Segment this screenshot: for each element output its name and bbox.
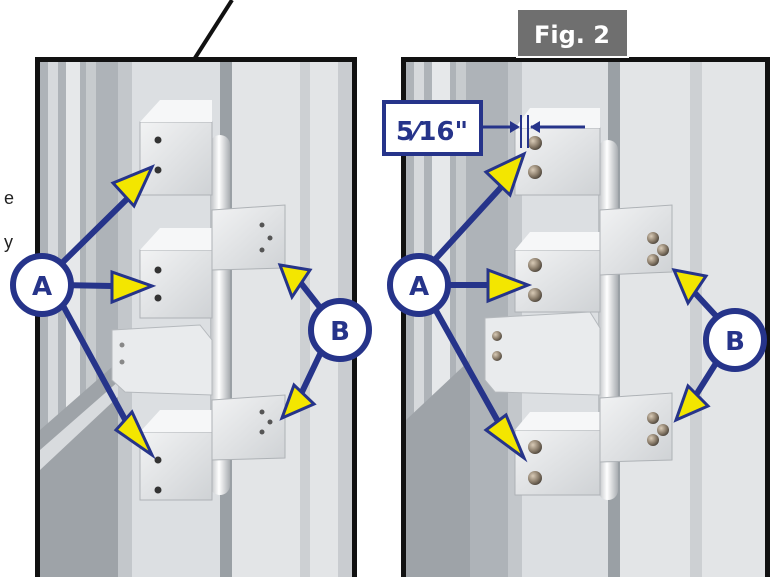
- arrowhead: [279, 382, 317, 421]
- arrowhead: [530, 121, 540, 133]
- callout-b-label: B: [330, 317, 350, 347]
- callout-a-right: A: [387, 151, 533, 463]
- hinge-leaf-a: [139, 100, 213, 196]
- left-panel-photo: [40, 62, 352, 577]
- gap-dimension-label: 5⁄16": [396, 117, 468, 147]
- right-panel: Fig. 2 5⁄16" A: [382, 8, 770, 577]
- arrowhead: [673, 383, 711, 423]
- callout-a-label: A: [32, 272, 52, 302]
- hinge-leaf-b: [211, 204, 286, 271]
- arrowhead: [483, 151, 527, 198]
- arrowhead: [110, 164, 155, 209]
- hinge-leaf-b: [599, 392, 673, 463]
- pointer-line: [193, 0, 234, 60]
- hinge-leaf-b: [211, 394, 286, 461]
- edge-text-fragment: e: [4, 188, 14, 208]
- arrowhead: [277, 263, 313, 301]
- callout-b-right: B: [671, 268, 767, 423]
- figure-tag: Fig. 2: [516, 8, 629, 58]
- callout-a-left: A: [10, 164, 157, 460]
- callout-a-label: A: [409, 272, 429, 302]
- hinge-leaf-a: [139, 228, 213, 319]
- figure-tag-label: Fig. 2: [534, 21, 610, 49]
- hinge-leaf-a: [514, 232, 601, 313]
- arrowhead: [110, 269, 157, 305]
- hinge-leaf-a: [514, 412, 601, 496]
- hinge-leaf-b: [599, 204, 673, 276]
- gap-dimension: 5⁄16": [382, 100, 585, 156]
- left-panel: A B: [10, 57, 372, 577]
- hinge-leaf-a: [514, 108, 601, 196]
- arrowhead: [486, 267, 533, 304]
- callout-b-label: B: [725, 327, 745, 357]
- arrowhead: [113, 409, 156, 460]
- callout-b-left: B: [277, 263, 372, 421]
- edge-text-fragment: y: [4, 232, 13, 252]
- hinge-leaf-a: [139, 410, 213, 501]
- arrowhead: [483, 412, 528, 463]
- arrowhead: [671, 268, 709, 307]
- arrowhead: [510, 121, 520, 133]
